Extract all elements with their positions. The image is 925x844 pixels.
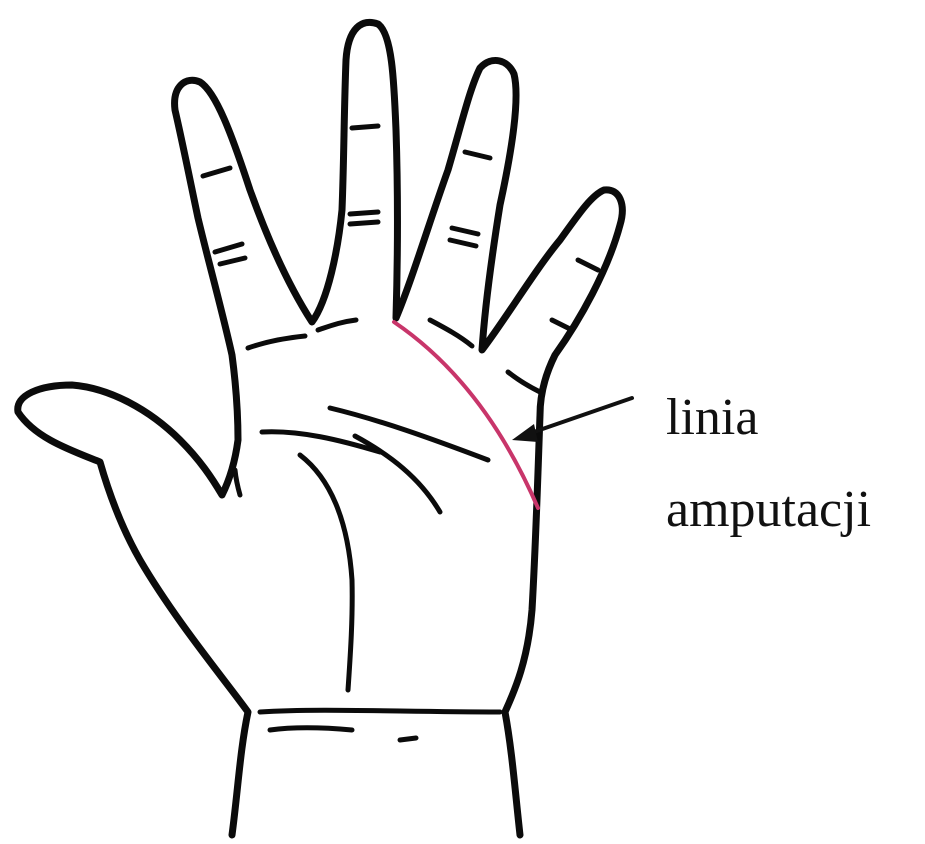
arrow-indicator	[512, 398, 632, 442]
wrist-creases	[260, 710, 500, 740]
label-line-1: linia	[666, 392, 758, 444]
label-line-2: amputacji	[666, 484, 871, 536]
palm-lines	[235, 408, 488, 690]
